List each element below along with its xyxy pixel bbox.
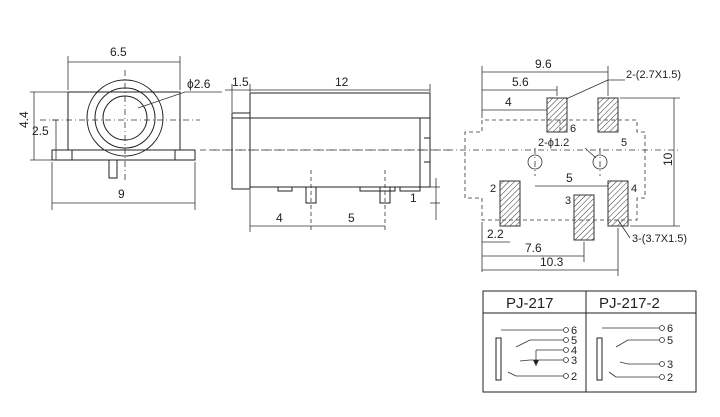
table-header-pj217-2: PJ-217-2 <box>599 295 660 312</box>
side-view: 1.5 12 4 5 1 <box>210 75 450 232</box>
pad-size-bottom-label: 3-(3.7X1.5) <box>632 233 687 245</box>
left-pin-5: 5 <box>571 335 577 347</box>
to-pad6-label: 5.6 <box>512 75 529 89</box>
pad-6 <box>546 97 568 133</box>
front-width-label: 6.5 <box>110 45 127 59</box>
right-pin-3: 3 <box>667 359 673 371</box>
to-hole-label: 4 <box>505 95 512 109</box>
right-pin-2: 2 <box>667 372 673 384</box>
pcb-layout: 6 5 2 3 4 9.6 5.6 4 2-(2.7X1.5) 2-ϕ1.2 1… <box>200 57 687 276</box>
flange-label: 1.5 <box>232 75 249 89</box>
pad-label-6: 6 <box>570 123 576 135</box>
left-offset-label: 2.2 <box>487 227 504 241</box>
front-center-label: 2.5 <box>32 124 49 138</box>
left-pin-3: 3 <box>571 355 577 367</box>
pin-height-label: 1 <box>410 191 417 205</box>
pin-offset-label: 4 <box>276 211 283 225</box>
right-pin-5: 5 <box>667 335 673 347</box>
pad-size-top-label: 2-(2.7X1.5) <box>626 69 681 81</box>
table-header-pj217: PJ-217 <box>506 295 554 312</box>
front-height-label: 4.4 <box>17 111 31 128</box>
front-base-label: 9 <box>118 187 125 201</box>
pad-label-3: 3 <box>565 195 571 207</box>
front-view: 6.5 ϕ2.6 4.4 2.5 9 <box>17 45 222 210</box>
hole-left <box>527 154 543 170</box>
left-pin-6: 6 <box>571 325 577 337</box>
right-pin-6: 6 <box>667 323 673 335</box>
to-pad3-label: 7.6 <box>525 241 542 255</box>
to-pad4-label: 10.3 <box>540 255 564 269</box>
overall-width-label: 9.6 <box>535 57 552 71</box>
pad-2 <box>499 180 521 227</box>
pad-label-4: 4 <box>631 183 637 195</box>
length-label: 12 <box>335 75 349 89</box>
pad-gap-label: 5 <box>566 171 573 185</box>
pin-spacing-label: 5 <box>348 211 355 225</box>
pad-4 <box>607 180 629 227</box>
hole-size-label: 2-ϕ1.2 <box>538 137 569 149</box>
pad-label-2: 2 <box>490 183 496 195</box>
left-pin-2: 2 <box>571 371 577 383</box>
hole-dia-label: ϕ2.6 <box>187 77 211 91</box>
variant-table: PJ-217 PJ-217-2 6 5 4 3 2 <box>482 290 697 393</box>
left-pin-4: 4 <box>571 345 577 357</box>
pad-3 <box>573 194 595 241</box>
height-label: 10 <box>661 152 675 166</box>
hole-right <box>592 154 608 170</box>
pad-5 <box>597 97 619 133</box>
pad-label-5: 5 <box>621 137 627 149</box>
